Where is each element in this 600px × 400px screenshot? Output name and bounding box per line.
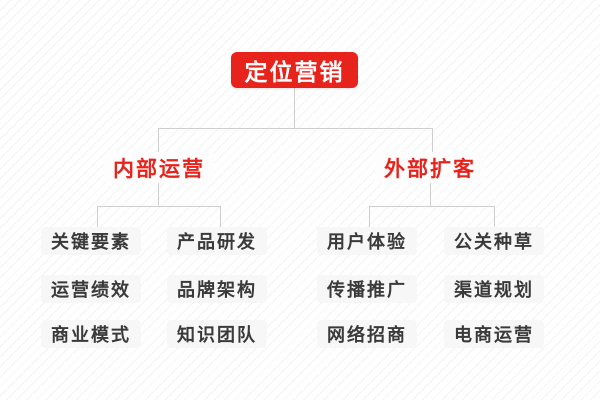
connector-branch1-vertical xyxy=(158,183,159,206)
connector-branch2-horizontal xyxy=(369,206,495,207)
leaf-node-ecommerce-operation: 电商运营 xyxy=(444,320,544,348)
connector-branch1-stub2 xyxy=(220,206,221,227)
leaf-node-channel-planning: 渠道规划 xyxy=(444,275,544,303)
branch-node-internal-operations: 内部运营 xyxy=(104,152,214,183)
connector-branch2-stub1 xyxy=(369,206,370,227)
leaf-node-brand-architecture: 品牌架构 xyxy=(167,275,267,303)
leaf-node-promotion-spread: 传播推广 xyxy=(317,275,417,303)
connector-stub-left xyxy=(158,128,159,152)
leaf-node-key-elements: 关键要素 xyxy=(41,227,141,255)
leaf-node-pr-seeding: 公关种草 xyxy=(444,227,544,255)
connector-branch2-vertical xyxy=(430,183,431,206)
connector-root-horizontal xyxy=(158,128,433,129)
leaf-node-operation-performance: 运营绩效 xyxy=(41,275,141,303)
branch-node-external-customer-expansion: 外部扩客 xyxy=(375,152,485,183)
leaf-node-knowledge-team: 知识团队 xyxy=(167,320,267,348)
root-node-positioning-marketing: 定位营销 xyxy=(231,52,358,88)
connector-branch1-horizontal xyxy=(97,206,221,207)
connector-branch2-stub2 xyxy=(494,206,495,227)
leaf-node-product-rd: 产品研发 xyxy=(167,227,267,255)
leaf-node-online-investment: 网络招商 xyxy=(317,320,417,348)
connector-branch1-stub1 xyxy=(97,206,98,227)
leaf-node-user-experience: 用户体验 xyxy=(317,227,417,255)
connector-root-vertical xyxy=(294,88,295,128)
connector-stub-right xyxy=(432,128,433,152)
leaf-node-business-model: 商业模式 xyxy=(41,320,141,348)
